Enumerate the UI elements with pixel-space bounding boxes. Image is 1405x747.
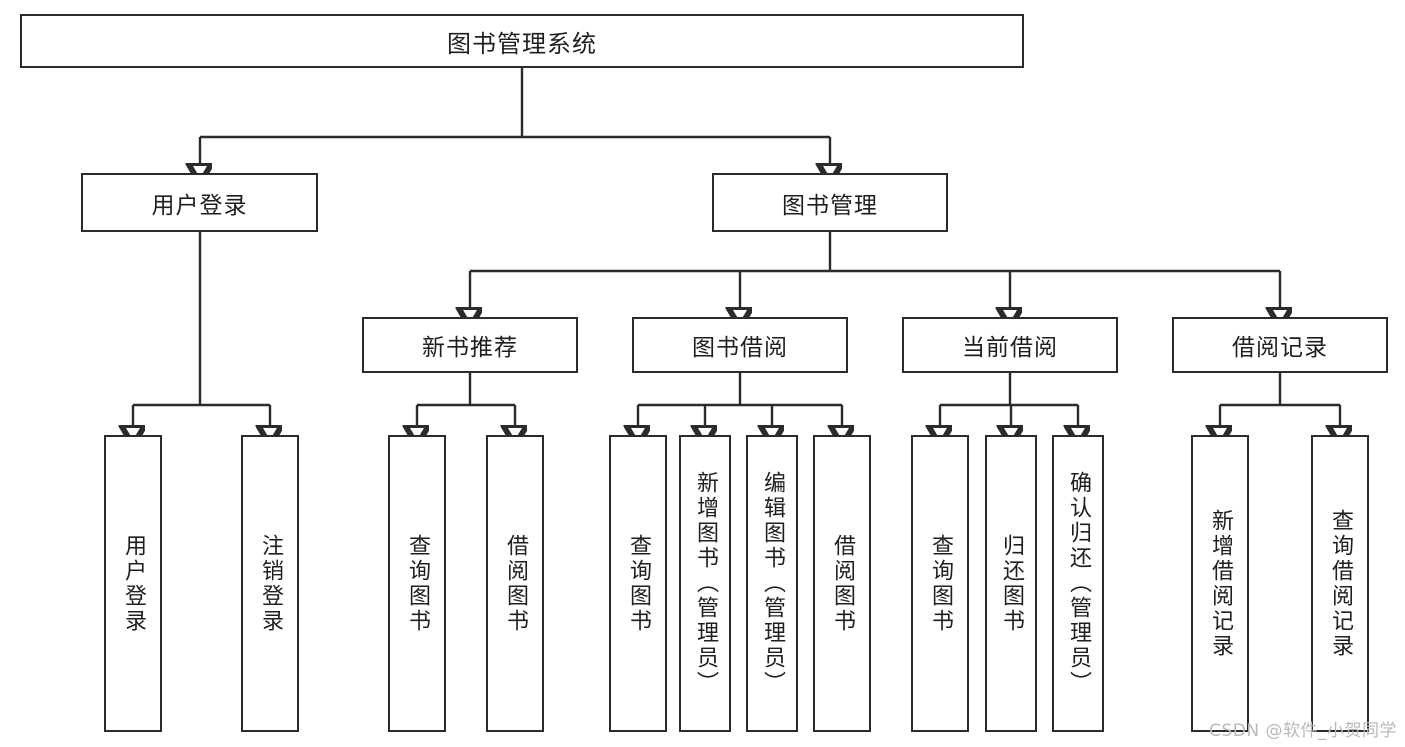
node-borrow-record[interactable]: 借阅记录 bbox=[1172, 317, 1388, 373]
node-leaf-user-login-label: 用户登录 bbox=[120, 533, 146, 634]
node-root-label: 图书管理系统 bbox=[447, 29, 597, 58]
node-new-book-recommend-label: 新书推荐 bbox=[422, 335, 518, 361]
node-leaf-add-book-admin-label: 新增图书（管理员） bbox=[692, 471, 718, 696]
node-book-borrow-label: 图书借阅 bbox=[692, 335, 788, 361]
node-leaf-query-book-2-label: 查询图书 bbox=[625, 533, 651, 634]
node-leaf-query-borrow-record[interactable]: 查询借阅记录 bbox=[1311, 435, 1369, 732]
node-current-borrow-label: 当前借阅 bbox=[962, 335, 1058, 361]
node-leaf-return-book[interactable]: 归还图书 bbox=[985, 435, 1037, 732]
node-leaf-query-book-1-label: 查询图书 bbox=[404, 533, 430, 634]
node-user-login-label: 用户登录 bbox=[151, 192, 248, 219]
node-user-login[interactable]: 用户登录 bbox=[81, 173, 318, 232]
node-leaf-query-book-3[interactable]: 查询图书 bbox=[911, 435, 969, 732]
node-book-management[interactable]: 图书管理 bbox=[712, 173, 948, 232]
node-new-book-recommend[interactable]: 新书推荐 bbox=[362, 317, 578, 373]
node-leaf-query-book-1[interactable]: 查询图书 bbox=[388, 435, 446, 732]
node-leaf-add-book-admin[interactable]: 新增图书（管理员） bbox=[679, 435, 731, 732]
node-leaf-user-login[interactable]: 用户登录 bbox=[104, 435, 162, 732]
node-leaf-confirm-return-admin[interactable]: 确认归还（管理员） bbox=[1052, 435, 1104, 732]
node-leaf-edit-book-admin[interactable]: 编辑图书（管理员） bbox=[746, 435, 798, 732]
node-leaf-borrow-book-2-label: 借阅图书 bbox=[829, 533, 855, 634]
node-leaf-borrow-book-2[interactable]: 借阅图书 bbox=[813, 435, 871, 732]
csdn-watermark: CSDN @软件_小贺同学 bbox=[1209, 721, 1397, 741]
node-leaf-add-borrow-record-label: 新增借阅记录 bbox=[1207, 508, 1233, 659]
node-borrow-record-label: 借阅记录 bbox=[1232, 335, 1328, 361]
node-leaf-return-book-label: 归还图书 bbox=[998, 533, 1024, 634]
node-book-management-label: 图书管理 bbox=[782, 192, 878, 219]
node-leaf-confirm-return-admin-label: 确认归还（管理员） bbox=[1065, 471, 1091, 696]
node-leaf-borrow-book-1-label: 借阅图书 bbox=[502, 533, 528, 634]
node-leaf-logout[interactable]: 注销登录 bbox=[241, 435, 299, 732]
node-leaf-add-borrow-record[interactable]: 新增借阅记录 bbox=[1191, 435, 1249, 732]
node-book-borrow[interactable]: 图书借阅 bbox=[632, 317, 848, 373]
node-leaf-edit-book-admin-label: 编辑图书（管理员） bbox=[759, 471, 785, 696]
node-leaf-logout-label: 注销登录 bbox=[257, 533, 283, 634]
node-leaf-query-borrow-record-label: 查询借阅记录 bbox=[1327, 508, 1353, 659]
node-leaf-query-book-2[interactable]: 查询图书 bbox=[609, 435, 667, 732]
node-current-borrow[interactable]: 当前借阅 bbox=[902, 317, 1118, 373]
node-root-system[interactable]: 图书管理系统 bbox=[20, 14, 1024, 68]
node-leaf-query-book-3-label: 查询图书 bbox=[927, 533, 953, 634]
node-leaf-borrow-book-1[interactable]: 借阅图书 bbox=[486, 435, 544, 732]
